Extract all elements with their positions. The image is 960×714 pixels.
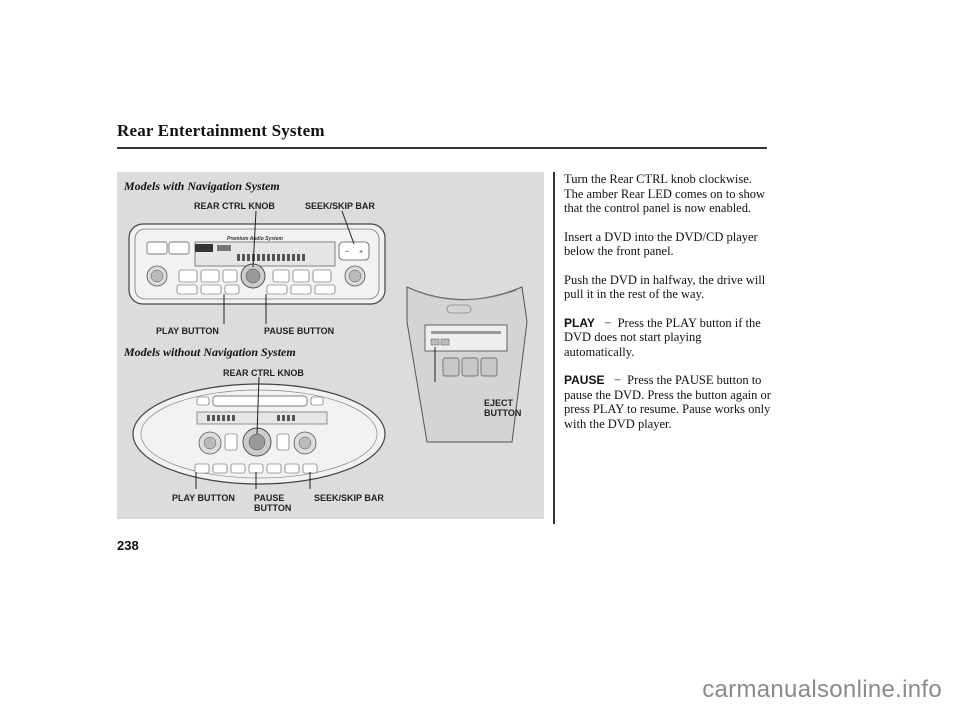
- column-divider: [553, 172, 555, 524]
- callout-rear-ctrl-knob-nav: REAR CTRL KNOB: [194, 201, 275, 211]
- callout-play-button-nav: PLAY BUTTON: [156, 326, 219, 336]
- figure-heading-nav: Models with Navigation System: [124, 179, 280, 193]
- instructions-column: Turn the Rear CTRL knob clockwise. The a…: [564, 172, 774, 431]
- callout-rear-ctrl-knob-no-nav: REAR CTRL KNOB: [223, 368, 304, 378]
- callout-eject-button: EJECT BUTTON: [484, 398, 522, 418]
- page-number: 238: [117, 538, 139, 553]
- callout-pause-button-no-nav: PAUSE BUTTON: [254, 493, 292, 513]
- em-dash: −: [598, 315, 618, 330]
- paragraph-play: PLAY − Press the PLAY button if the DVD …: [564, 316, 774, 360]
- no-nav-radio-unit: [132, 383, 386, 485]
- callout-seek-skip-bar-no-nav: SEEK/SKIP BAR: [314, 493, 384, 503]
- paragraph-pause: PAUSE − Press the PAUSE button to pause …: [564, 373, 774, 431]
- callout-seek-skip-bar-nav: SEEK/SKIP BAR: [305, 201, 375, 211]
- paragraph-push-dvd: Push the DVD in halfway, the drive will …: [564, 272, 766, 302]
- callout-play-button-no-nav: PLAY BUTTON: [172, 493, 235, 503]
- callout-leaders: [195, 210, 436, 489]
- pause-text: Press the PAUSE button to pause the DVD.…: [564, 373, 771, 431]
- svg-text:+: +: [359, 249, 363, 256]
- rear-entertainment-diagram: Premium Audio System − +: [128, 210, 528, 489]
- callout-pause-button-nav: PAUSE BUTTON: [264, 326, 335, 336]
- paragraph-turn-knob: Turn the Rear CTRL knob clockwise. The a…: [564, 172, 765, 215]
- play-term: PLAY: [564, 315, 595, 330]
- svg-text:Premium Audio System: Premium Audio System: [227, 236, 283, 242]
- paragraph-insert-dvd: Insert a DVD into the DVD/CD player belo…: [564, 229, 758, 259]
- title-divider: [117, 147, 767, 149]
- dvd-console: [406, 286, 528, 443]
- figure-heading-no-nav: Models without Navigation System: [124, 345, 296, 359]
- page-title: Rear Entertainment System: [117, 121, 325, 140]
- pause-term: PAUSE: [564, 373, 605, 387]
- em-dash: −: [607, 373, 628, 387]
- play-text: Press the PLAY button if the DVD does no…: [564, 315, 761, 359]
- nav-radio-unit: Premium Audio System − +: [128, 223, 386, 305]
- svg-text:−: −: [345, 249, 349, 256]
- watermark: carmanualsonline.info: [702, 676, 942, 703]
